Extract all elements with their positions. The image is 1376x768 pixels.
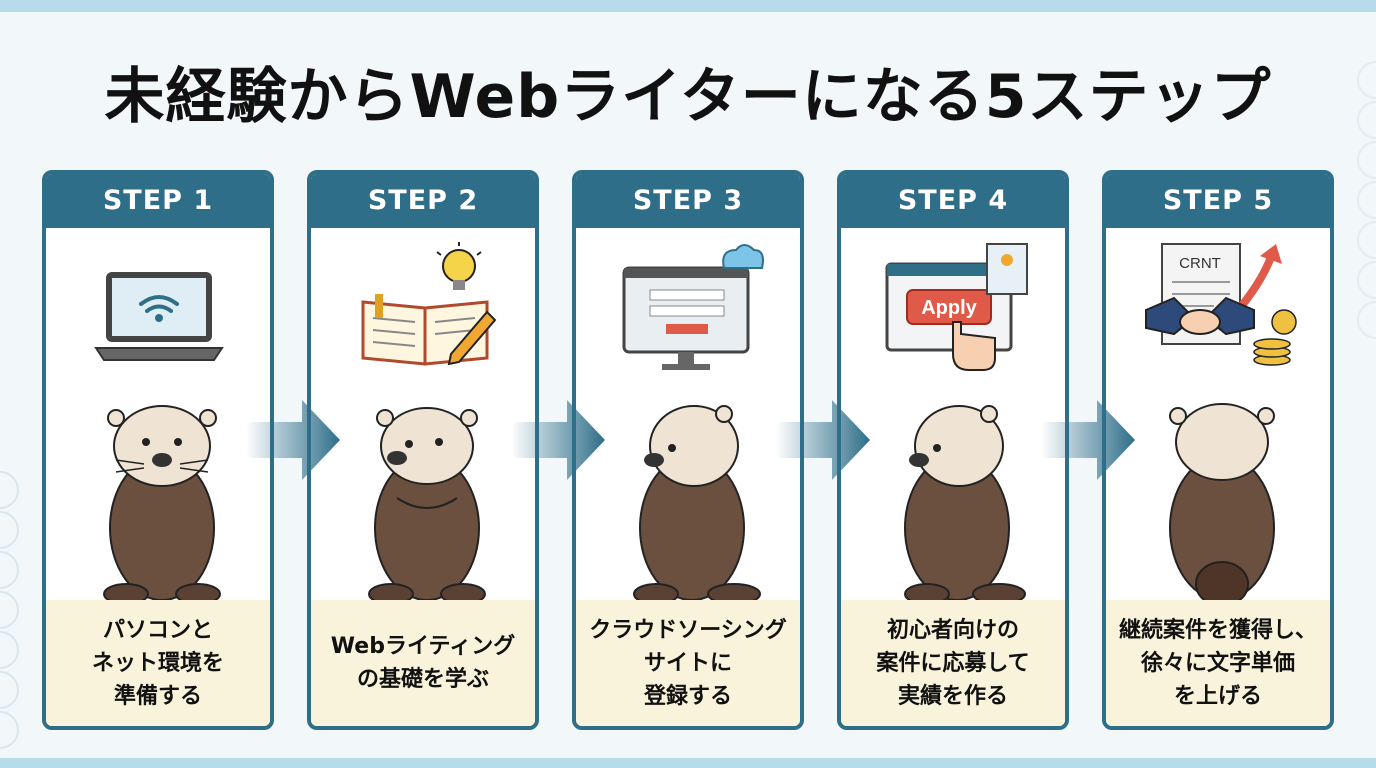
step-caption: クラウドソーシング サイトに 登録する	[576, 600, 800, 726]
step-caption: パソコンと ネット環境を 準備する	[46, 600, 270, 726]
step-card-1: STEP 1 パソコンと ネット環境を 準備する	[42, 170, 274, 730]
book-lightbulb-pencil-icon	[361, 242, 497, 366]
apply-button-click-icon: Apply	[885, 243, 1028, 371]
step-card-3: STEP 3 クラウドソーシング サイトに 登録する	[572, 170, 804, 730]
step-illustration: Apply	[841, 228, 1065, 605]
step-label: STEP 2	[311, 174, 535, 228]
flow-arrow-4	[1041, 400, 1135, 480]
step-card-5: STEP 5 CRNT 継続案件を獲得し、 徐々に文字単価 を上げる	[1102, 170, 1334, 730]
apply-button-label: Apply	[921, 297, 977, 319]
laptop-wifi-icon	[94, 272, 224, 361]
step-caption-text: 初心者向けの 案件に応募して 実績を作る	[876, 617, 1030, 709]
otter-icon	[103, 405, 221, 605]
step-label: STEP 4	[841, 174, 1065, 228]
step-caption-text: パソコンと ネット環境を 準備する	[91, 617, 224, 709]
step-illustration	[311, 228, 535, 605]
bottom-band	[0, 758, 1376, 768]
step-card-2: STEP 2 Webライティング の基礎を学ぶ	[307, 170, 539, 730]
flow-arrow-3	[776, 400, 870, 480]
step-illustration	[46, 228, 270, 605]
step-illustration: CRNT	[1106, 228, 1330, 607]
step-caption-text: 継続案件を獲得し、 徐々に文字単価 を上げる	[1118, 617, 1317, 709]
wave-pattern-left	[0, 471, 19, 749]
otter-icon	[368, 407, 486, 605]
flow-arrow-1	[246, 400, 340, 480]
otter-icon	[1169, 403, 1275, 607]
top-band	[0, 0, 1376, 12]
step-illustration	[576, 228, 800, 605]
step-caption-text: Webライティング の基礎を学ぶ	[330, 634, 516, 692]
step-label: STEP 3	[576, 174, 800, 228]
monitor-cloud-form-icon	[622, 244, 764, 370]
otter-icon	[633, 405, 761, 605]
step-card-4: STEP 4 Apply 初心者向けの 案件に応募して 実績を作る	[837, 170, 1069, 730]
step-caption: 初心者向けの 案件に応募して 実績を作る	[841, 600, 1065, 726]
contract-handshake-coins-icon: CRNT	[1145, 243, 1297, 366]
step-label: STEP 1	[46, 174, 270, 228]
otter-icon	[904, 405, 1026, 605]
contract-doc-label: CRNT	[1179, 255, 1221, 272]
step-label: STEP 5	[1106, 174, 1330, 228]
flow-arrow-2	[511, 400, 605, 480]
step-caption: 継続案件を獲得し、 徐々に文字単価 を上げる	[1106, 600, 1330, 726]
step-caption-text: クラウドソーシング サイトに 登録する	[589, 617, 787, 709]
step-caption: Webライティング の基礎を学ぶ	[311, 600, 535, 726]
page-title: 未経験からWebライターになる5ステップ	[104, 62, 1272, 132]
